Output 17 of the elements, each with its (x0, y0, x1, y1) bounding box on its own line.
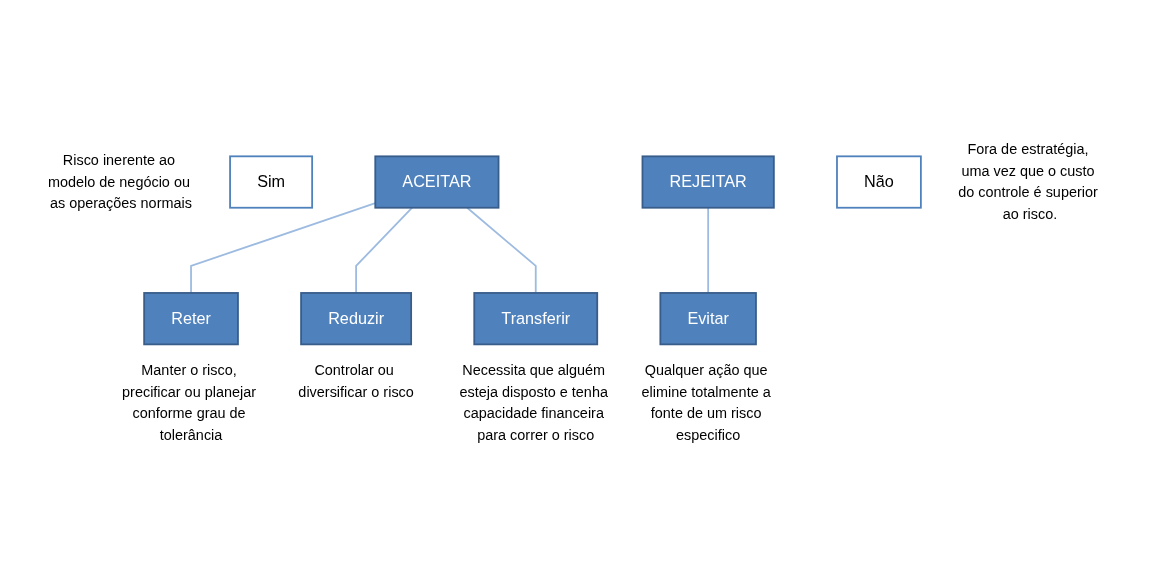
node-label: Fora de estratégia, uma vez que o custo do controle é superior ao risco. (958, 141, 1098, 222)
node-box: Não (836, 155, 922, 209)
connector (355, 206, 414, 294)
node-box: Evitar (659, 292, 757, 346)
node-box: Sim (229, 155, 314, 209)
node-label: Manter o risco, precificar ou planejar conforme grau de tolerância (122, 362, 257, 443)
connector (466, 206, 537, 294)
node-box: Reduzir (300, 292, 413, 346)
node-box: ACEITAR (374, 155, 500, 209)
node-box: REJEITAR (641, 155, 775, 209)
node-label: Necessita que alguém esteja disposto e tenha capacidade financeira para correr o risco (459, 362, 608, 443)
connector (707, 206, 710, 294)
node-box: Reter (143, 292, 239, 346)
node-label: Qualquer ação que elimine totalmente a fonte de um risco especifico (641, 362, 771, 443)
node-label: Risco inerente ao modelo de negócio ou as operações normais (47, 152, 192, 211)
node-label: Controlar ou diversificar o risco (298, 362, 414, 400)
node-box: Transferir (473, 292, 599, 346)
